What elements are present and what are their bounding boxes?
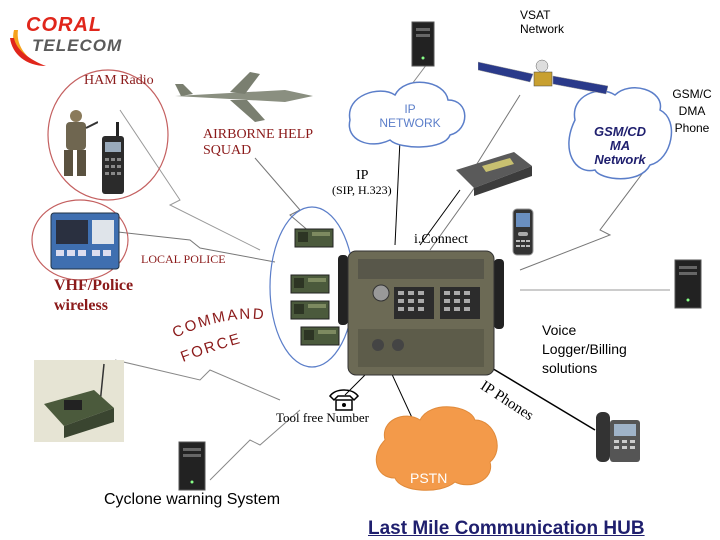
- walkie-talkie-icon: [102, 122, 124, 194]
- airborne-label: AIRBORNE HELP SQUAD: [203, 127, 314, 158]
- pstn-label: PSTN: [410, 470, 448, 486]
- logo-line-1: CORAL: [26, 14, 103, 36]
- link-gsm-hub: [519, 149, 661, 271]
- modem-icon: [456, 152, 532, 196]
- local-police-label: LOCAL POLICE: [141, 252, 226, 266]
- link-vhf-hub: [99, 229, 276, 263]
- iconnect-label: i.Connect: [414, 232, 469, 247]
- radio-unit-icon: [290, 300, 330, 320]
- link-ip-network: [394, 139, 401, 246]
- ip-network-cloud: [348, 81, 466, 148]
- gsm-cdma-phone-label: GSM/C DMA Phone: [672, 87, 712, 135]
- logo-swoosh-icon: [10, 30, 46, 66]
- link-ham-hub: [119, 109, 261, 251]
- radio-console-icon: [50, 212, 120, 270]
- gsm-cdma-cloud: [568, 87, 673, 180]
- vsat-label: VSAT Network: [520, 8, 565, 36]
- company-logo: CORAL TELECOM: [6, 8, 126, 68]
- field-radio-icon: [44, 363, 114, 438]
- mobile-phone-icon: [512, 208, 534, 256]
- radio-unit-icon: [294, 228, 334, 248]
- vhf-police-label: VHF/Police wireless: [54, 277, 134, 314]
- telephone-icon: [329, 389, 359, 411]
- commando-label: COMMANDO: [165, 300, 264, 341]
- jet-icon: [175, 72, 313, 122]
- radio-unit-icon: [290, 274, 330, 294]
- link-modem: [419, 189, 461, 246]
- svg-text:COMMANDO: COMMANDO: [165, 300, 266, 341]
- field-radio-photo: [34, 360, 124, 442]
- hub-device-icon: [338, 250, 504, 376]
- link-field-radio-hub: [114, 359, 281, 401]
- ham-radio-ellipse: [47, 69, 169, 201]
- voice-logger-label: Voice Logger/Billing solutions: [542, 322, 627, 376]
- server-icon: [674, 259, 702, 309]
- ip-phone-icon: [596, 412, 640, 462]
- gsm-cdma-network-label: GSM/CD MA Network: [594, 124, 646, 167]
- vhf-ellipse: [31, 199, 129, 281]
- pstn-cloud: [375, 406, 498, 491]
- toll-free-label: Tool free Number: [276, 410, 369, 425]
- sip-label: (SIP, H.323): [332, 183, 392, 197]
- ip-label: IP: [356, 168, 369, 183]
- satellite-icon: [478, 59, 608, 95]
- soldier-icon: [64, 110, 98, 176]
- radio-unit-icon: [300, 326, 340, 346]
- ip-network-label: IP NETWORK: [379, 102, 441, 130]
- link-cyclone: [209, 409, 301, 481]
- hub-title: Last Mile Communication HUB: [368, 518, 645, 539]
- ham-radio-label: HAM Radio: [84, 73, 154, 88]
- logo-line-2: TELECOM: [32, 36, 123, 55]
- server-icon: [411, 21, 435, 67]
- server-icon: [178, 441, 206, 491]
- cyclone-label: Cyclone warning System: [104, 491, 281, 508]
- commando-force-text: COMMANDO FORCE: [165, 300, 266, 366]
